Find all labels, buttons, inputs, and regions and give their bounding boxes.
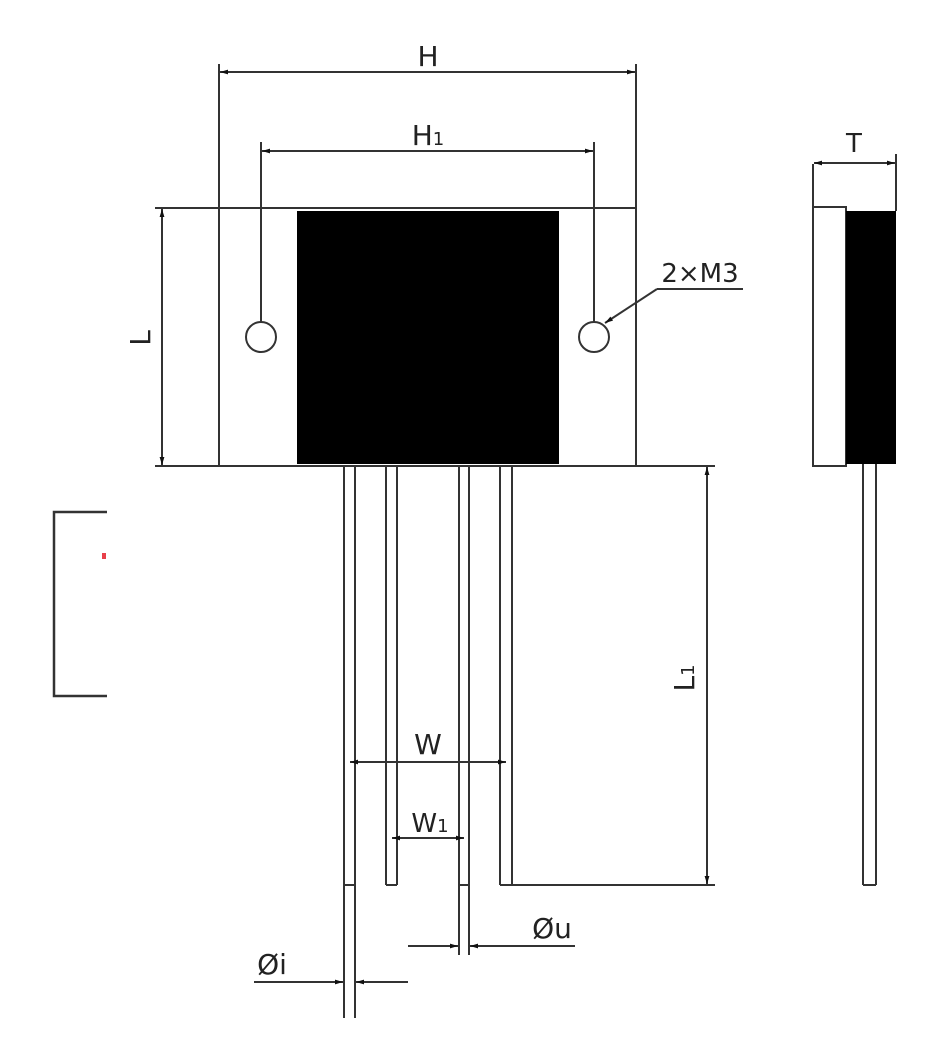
- label-w1: W1: [411, 809, 448, 839]
- mounting-hole-right: [578, 321, 610, 353]
- label-h: H: [417, 40, 438, 73]
- label-mounting: 2×M3: [661, 259, 738, 289]
- label-l1: L1: [668, 664, 701, 691]
- label-h1: H1: [412, 119, 445, 152]
- mounting-hole-left: [245, 321, 277, 353]
- pin-3: [458, 466, 470, 955]
- side-resistor-body: [846, 211, 896, 464]
- red-marker: [102, 553, 106, 559]
- label-phi-i: Øi: [257, 948, 287, 981]
- front-view: H H1 L 2×M3: [124, 40, 743, 1018]
- resistor-body: [297, 211, 559, 464]
- label-t: T: [845, 129, 862, 159]
- pins: [343, 466, 715, 1018]
- pin-2: [385, 466, 398, 886]
- mounting-leader-line: [604, 288, 658, 324]
- side-pin: [862, 464, 877, 886]
- label-phi-u: Øu: [532, 912, 572, 945]
- label-w: W: [414, 728, 442, 761]
- pin-1: [343, 466, 356, 1018]
- side-base-plate: [812, 206, 847, 467]
- bracket-fragment: [52, 510, 107, 698]
- label-l: L: [124, 330, 157, 346]
- side-view: T: [812, 129, 897, 886]
- pin-4: [499, 466, 715, 886]
